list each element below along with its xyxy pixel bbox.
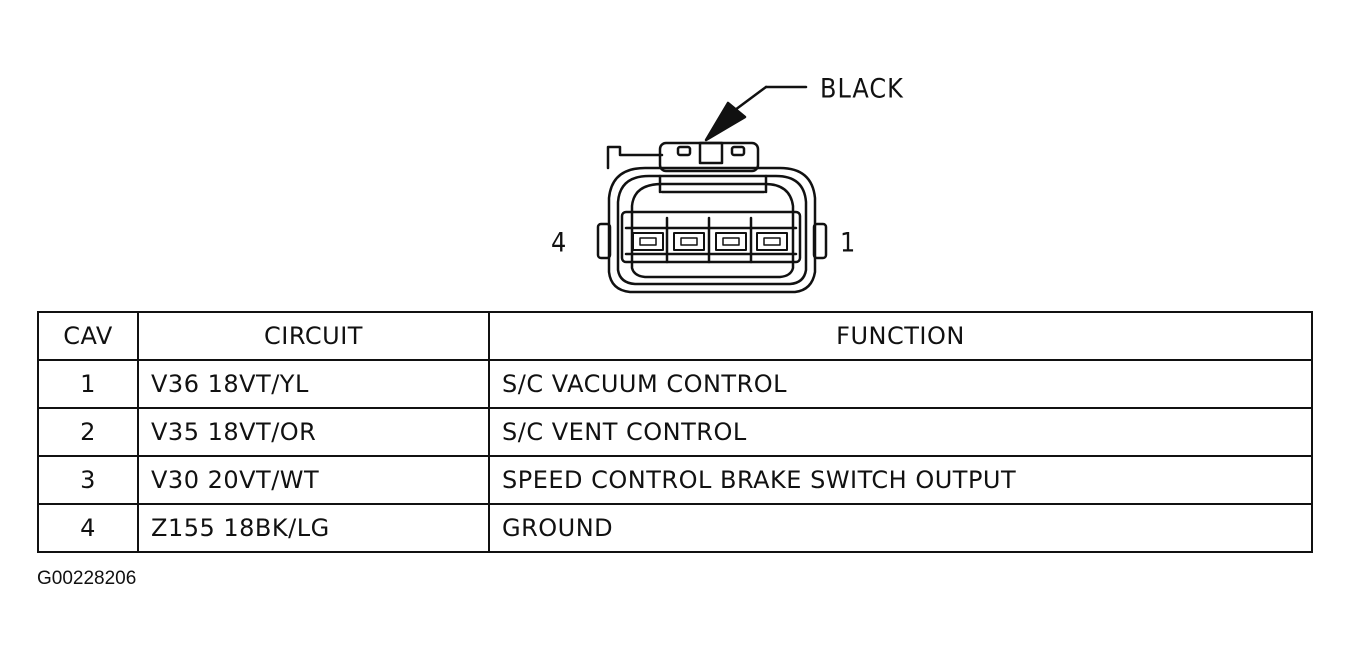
function-cell: S/C VENT CONTROL [488,407,1313,457]
header-function: FUNCTION [488,311,1313,361]
cav-cell: 4 [37,503,139,553]
table-header-row: CAV CIRCUIT FUNCTION [37,311,1313,361]
function-cell: S/C VACUUM CONTROL [488,359,1313,409]
circuit-cell: V36 18VT/YL [137,359,490,409]
header-circuit: CIRCUIT [137,311,490,361]
table-row: 2 V35 18VT/OR S/C VENT CONTROL [37,407,1313,457]
cav-cell: 1 [37,359,139,409]
connector-diagram [596,85,828,294]
table-row: 3 V30 20VT/WT SPEED CONTROL BRAKE SWITCH… [37,455,1313,505]
cav-cell: 2 [37,407,139,457]
connector-latch [606,141,760,173]
table-row: 1 V36 18VT/YL S/C VACUUM CONTROL [37,359,1313,409]
connector-housing [596,166,828,294]
pin-1-label: 1 [840,227,857,259]
header-cav: CAV [37,311,139,361]
connector-terminal-face [620,210,802,264]
figure-id: G00228206 [37,568,137,589]
circuit-cell: V35 18VT/OR [137,407,490,457]
function-cell: GROUND [488,503,1313,553]
circuit-cell: Z155 18BK/LG [137,503,490,553]
table-row: 4 Z155 18BK/LG GROUND [37,503,1313,553]
function-cell: SPEED CONTROL BRAKE SWITCH OUTPUT [488,455,1313,505]
cav-cell: 3 [37,455,139,505]
color-leader-arrow [704,85,808,142]
pinout-table: CAV CIRCUIT FUNCTION 1 V36 18VT/YL S/C V… [37,311,1313,553]
pin-4-label: 4 [551,227,568,259]
circuit-cell: V30 20VT/WT [137,455,490,505]
connector-color-label: BLACK [820,73,904,105]
